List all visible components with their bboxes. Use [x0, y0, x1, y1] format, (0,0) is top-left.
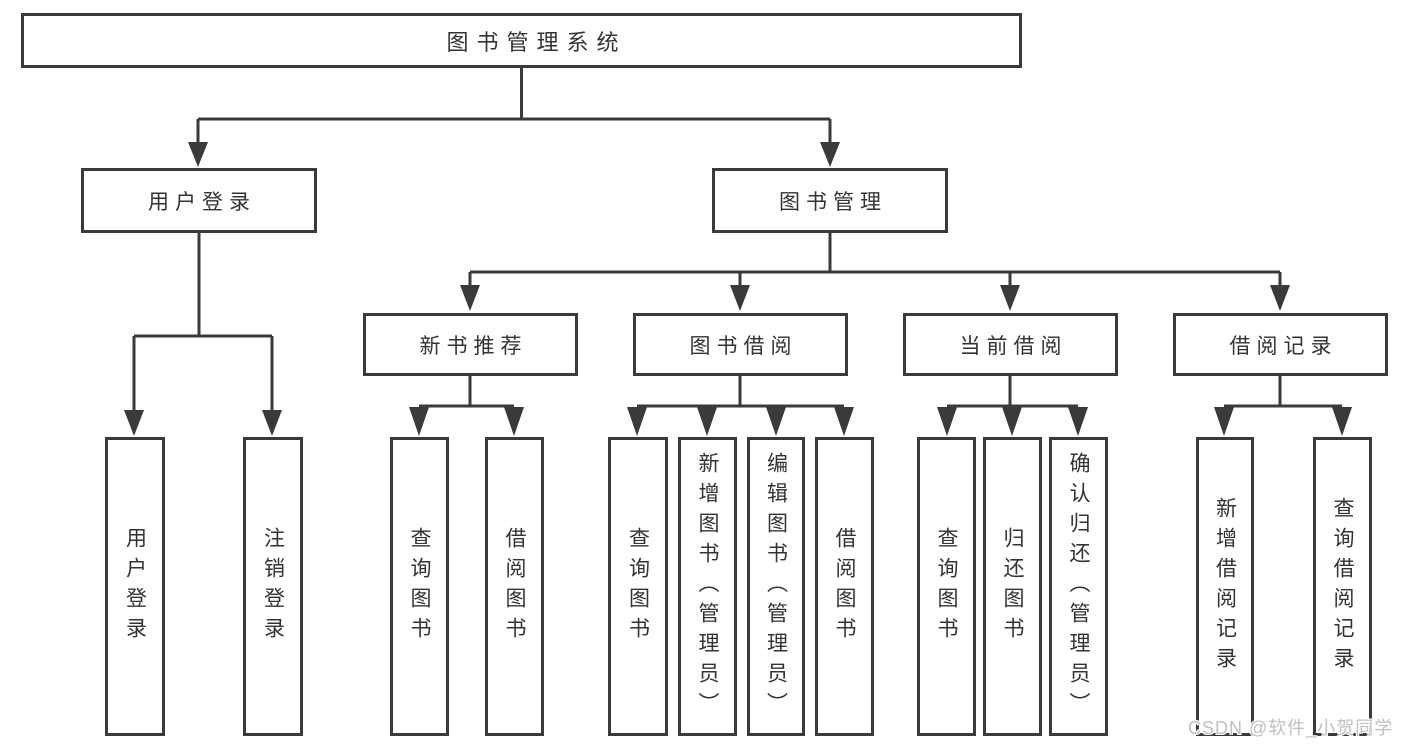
connector-lines — [132, 68, 1342, 414]
arrowhead — [504, 407, 524, 436]
node-book-management: 图书管理 — [712, 168, 948, 233]
node-label: 查询图书 — [935, 526, 958, 647]
node-label: 借阅图书 — [503, 526, 526, 647]
node-leaf-edit-books-admin: 编辑图书（管理员） — [747, 437, 805, 736]
node-label: 新增借阅记录 — [1213, 496, 1237, 677]
arrowheads — [124, 142, 1352, 436]
csdn-watermark: CSDN @软件_小贺同学 — [1188, 718, 1394, 738]
node-label: 查询图书 — [626, 526, 650, 647]
node-new-book-recommend: 新书推荐 — [363, 313, 578, 376]
node-label: 编辑图书（管理员） — [764, 451, 788, 722]
arrowhead — [409, 407, 429, 436]
node-label: 新书推荐 — [419, 334, 528, 358]
connector-borrow-record-group — [1224, 376, 1342, 408]
arrowhead — [1000, 285, 1020, 311]
node-label: 当前借阅 — [959, 334, 1068, 358]
arrowhead — [627, 407, 647, 436]
node-book-borrowing: 图书借阅 — [633, 313, 848, 376]
node-leaf-query-books-borrowing: 查询图书 — [608, 437, 668, 736]
connector-current-borrow-group — [947, 376, 1078, 408]
node-leaf-borrow-books-borrowing: 借阅图书 — [815, 437, 874, 736]
node-leaf-add-books-admin: 新增图书（管理员） — [678, 437, 737, 736]
connector-user-login-to-leaves — [132, 233, 274, 414]
arrowhead — [697, 407, 717, 436]
node-label: 注销登录 — [261, 526, 285, 647]
arrowhead — [1332, 407, 1352, 436]
node-label: 图书管理系统 — [446, 29, 627, 55]
node-label: 借阅记录 — [1229, 334, 1338, 358]
node-leaf-confirm-return-admin: 确认归还（管理员） — [1049, 437, 1108, 736]
node-label: 新增图书（管理员） — [696, 451, 719, 722]
node-leaf-user-login: 用户登录 — [105, 437, 165, 736]
connector-book-mgmt-to-level3 — [468, 233, 1282, 290]
node-label: 借阅图书 — [833, 526, 856, 647]
node-library-system: 图书管理系统 — [21, 13, 1022, 68]
arrowhead — [460, 285, 480, 311]
node-leaf-logout: 注销登录 — [243, 437, 303, 736]
node-label: 用户登录 — [148, 190, 256, 214]
node-leaf-borrow-books-recommend: 借阅图书 — [485, 437, 544, 736]
arrowhead — [262, 410, 282, 436]
arrowhead — [188, 142, 208, 167]
arrowhead — [834, 407, 854, 436]
arrowhead — [730, 285, 750, 311]
arrowhead — [937, 407, 957, 436]
node-leaf-return-books: 归还图书 — [983, 437, 1042, 736]
arrowhead — [1214, 407, 1234, 436]
connector-book-borrow-group — [637, 376, 844, 408]
arrowhead — [1068, 407, 1088, 436]
node-borrow-records: 借阅记录 — [1173, 313, 1388, 376]
node-leaf-query-books-recommend: 查询图书 — [390, 437, 449, 736]
node-leaf-add-borrow-record: 新增借阅记录 — [1196, 437, 1254, 736]
node-leaf-query-books-current: 查询图书 — [917, 437, 976, 736]
connector-root-to-level2 — [196, 68, 832, 146]
node-current-borrowing: 当前借阅 — [903, 313, 1118, 376]
node-label: 查询借阅记录 — [1331, 496, 1354, 677]
arrowhead — [820, 142, 840, 167]
node-label: 图书管理 — [779, 190, 887, 214]
node-label: 图书借阅 — [689, 334, 798, 358]
node-user-login: 用户登录 — [81, 168, 317, 233]
arrowhead — [124, 410, 144, 436]
arrowhead — [1002, 407, 1022, 436]
node-label: 确认归还（管理员） — [1067, 451, 1090, 722]
node-label: 查询图书 — [408, 526, 431, 647]
arrowhead — [766, 407, 786, 436]
node-leaf-query-borrow-record: 查询借阅记录 — [1313, 437, 1372, 736]
arrowhead — [1270, 285, 1290, 311]
node-label: 归还图书 — [1001, 526, 1024, 647]
connector-new-book-group — [419, 376, 514, 408]
node-label: 用户登录 — [123, 526, 147, 647]
